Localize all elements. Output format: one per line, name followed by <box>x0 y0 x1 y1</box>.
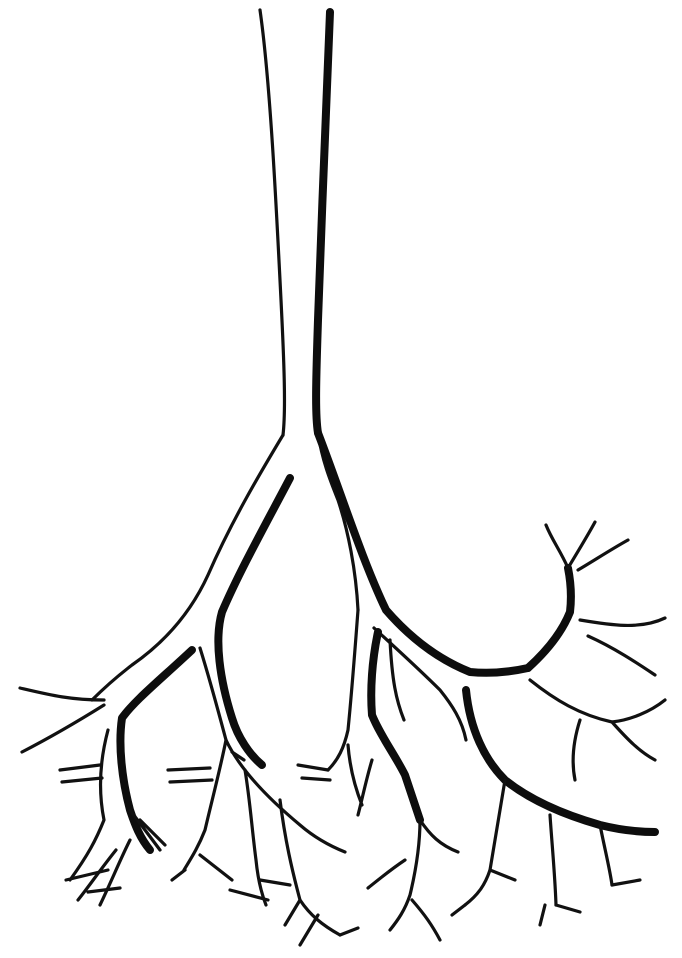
right-upper-twigs <box>546 522 665 675</box>
right-middle-branch <box>530 680 665 760</box>
mid-left-twig-ends <box>172 855 358 945</box>
trunk <box>260 10 330 435</box>
trunk-left-wall <box>260 10 284 435</box>
center-branch <box>298 610 458 940</box>
left-sub-branch-wall <box>120 650 192 850</box>
right-lower-twigs <box>465 720 612 905</box>
right-limb-outer-wall <box>318 433 528 673</box>
center-branch-thick <box>371 632 420 820</box>
left-limb-inner-wall <box>218 478 290 765</box>
right-upper-branch <box>528 568 571 668</box>
left-limb-outer-wall <box>92 435 283 700</box>
left-limb <box>20 433 358 945</box>
right-lower-branch-thick <box>466 690 655 832</box>
trunk-right-wall <box>316 12 330 433</box>
left-sub-branch-outer <box>20 688 104 752</box>
